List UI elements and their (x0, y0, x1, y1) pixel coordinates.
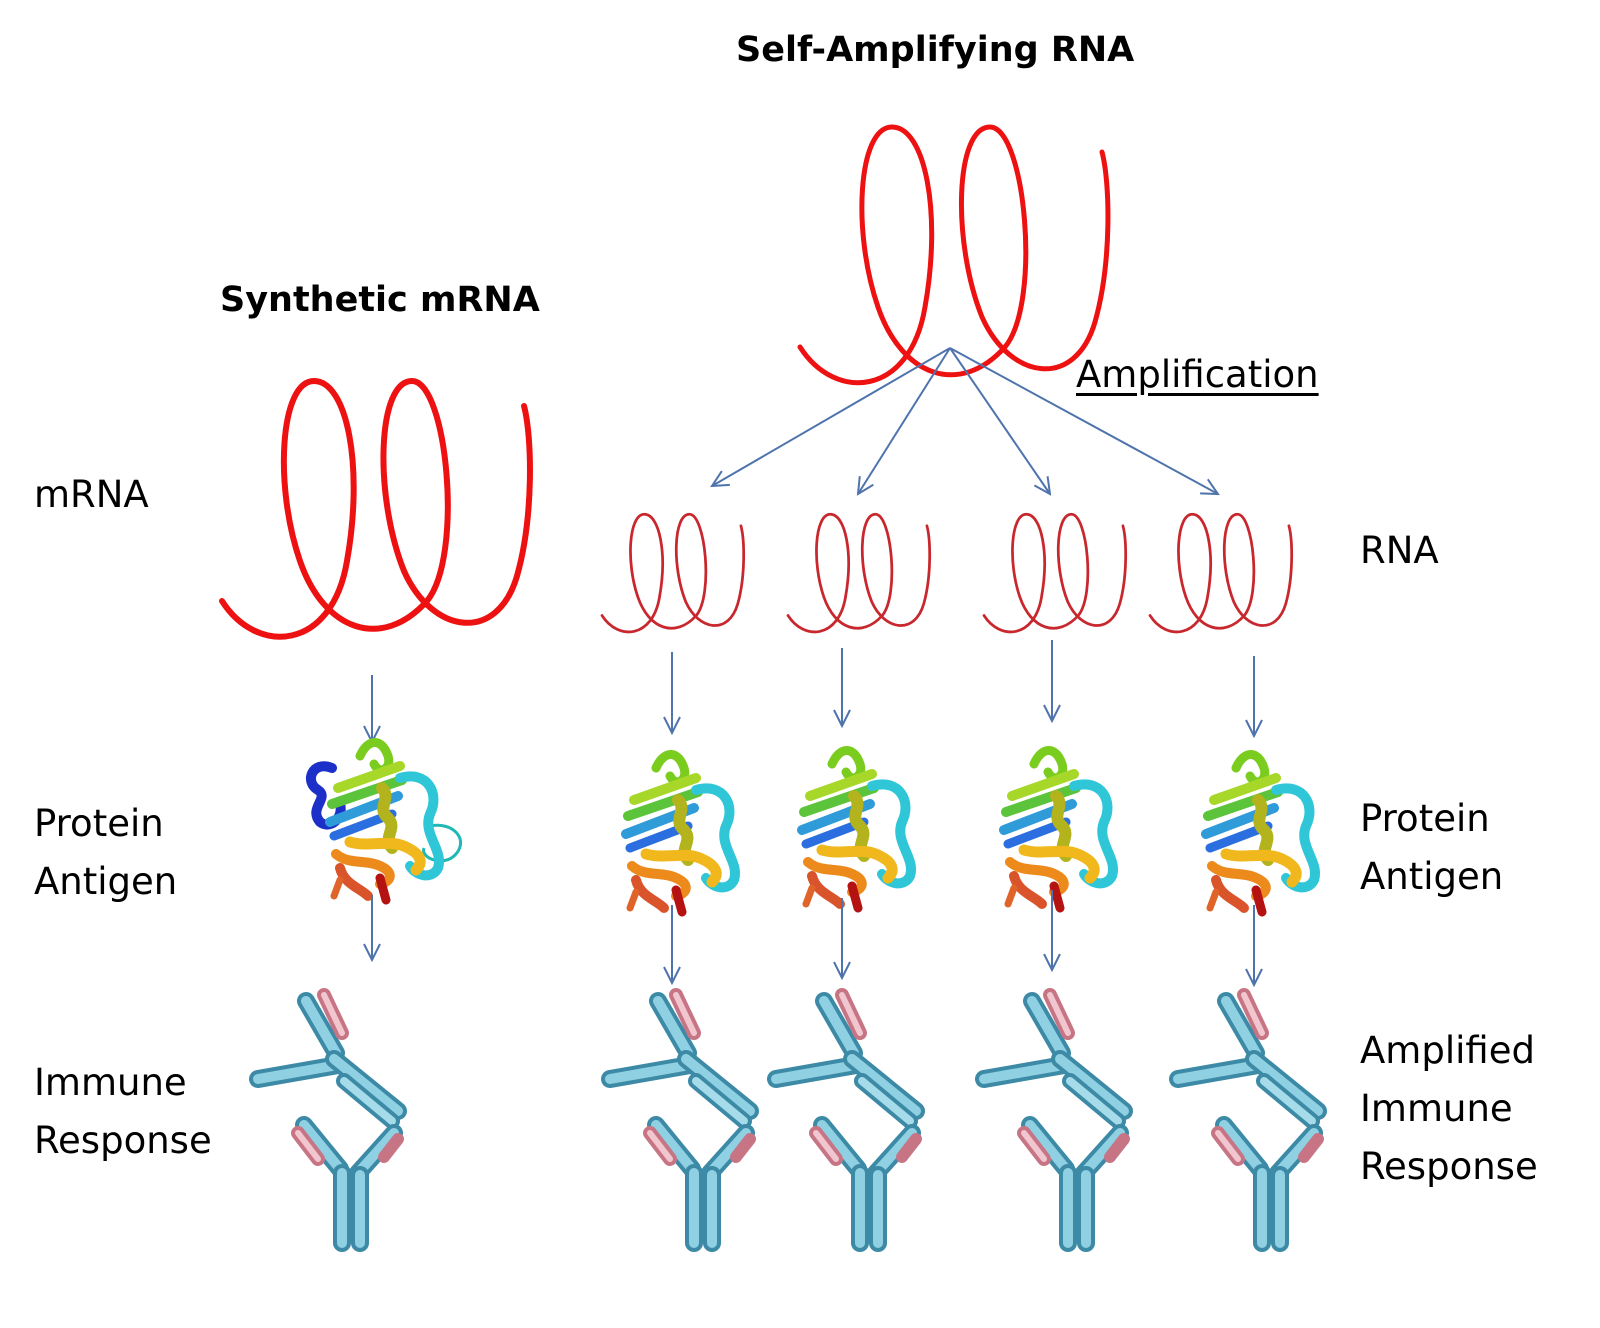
rna-copy-icon (600, 512, 746, 634)
antibody-icon (776, 995, 916, 1243)
protein-ribbon-icon (802, 751, 911, 909)
self-amplifying-rna-title: Self-Amplifying RNA (736, 30, 1135, 70)
immune-label-line: Immune (1360, 1087, 1513, 1130)
amplified-rna-group (600, 512, 1294, 634)
protein-antigen-label-left: Protein Antigen (34, 795, 177, 911)
protein-antigen-group (306, 743, 1315, 913)
antibody-icon (1178, 995, 1318, 1243)
self-amplifying-rna-icon (800, 127, 1108, 383)
amplification-arrow-1 (712, 347, 951, 486)
synthetic-mrna-icon (222, 381, 530, 637)
protein-ribbon-icon (306, 743, 463, 901)
synthetic-mrna-title: Synthetic mRNA (220, 280, 540, 320)
amplification-arrow-3 (949, 347, 1050, 494)
amplification-label: Amplification (1076, 353, 1319, 396)
response-label-line: Response (1360, 1145, 1538, 1188)
immune-response-label-left: Immune Response (34, 1054, 212, 1170)
rna-row-label: RNA (1360, 522, 1439, 580)
protein-antigen-label-right: Protein Antigen (1360, 790, 1503, 906)
mrna-row-label: mRNA (34, 466, 149, 524)
antibody-icon (984, 995, 1124, 1243)
antibody-icon (610, 995, 750, 1243)
amplification-arrow-2 (858, 347, 951, 494)
mrna-label: mRNA (34, 473, 149, 516)
rna-copy-icon (1148, 512, 1294, 634)
rna-label: RNA (1360, 529, 1439, 572)
rna-copy-icon (786, 512, 932, 634)
amplification-arrows (712, 347, 1218, 494)
protein-ribbon-icon (1004, 751, 1113, 909)
antigen-label-line: Antigen (1360, 855, 1504, 898)
protein-ribbon-icon (626, 755, 735, 913)
antigen-label-line: Antigen (34, 860, 178, 903)
immune-label-line: Immune (34, 1061, 187, 1104)
antibody-icon (258, 995, 398, 1243)
amplified-label-line: Amplified (1360, 1029, 1535, 1072)
protein-ribbon-icon (1206, 755, 1315, 913)
antibody-group (258, 995, 1318, 1243)
translation-arrows (372, 640, 1254, 742)
protein-label-line: Protein (34, 802, 164, 845)
protein-label-line: Protein (1360, 797, 1490, 840)
response-arrows (372, 890, 1254, 985)
response-label-line: Response (34, 1119, 212, 1162)
amplification-arrow-4 (949, 347, 1218, 494)
amplified-immune-response-label: Amplified Immune Response (1360, 1022, 1538, 1196)
rna-copy-icon (982, 512, 1128, 634)
